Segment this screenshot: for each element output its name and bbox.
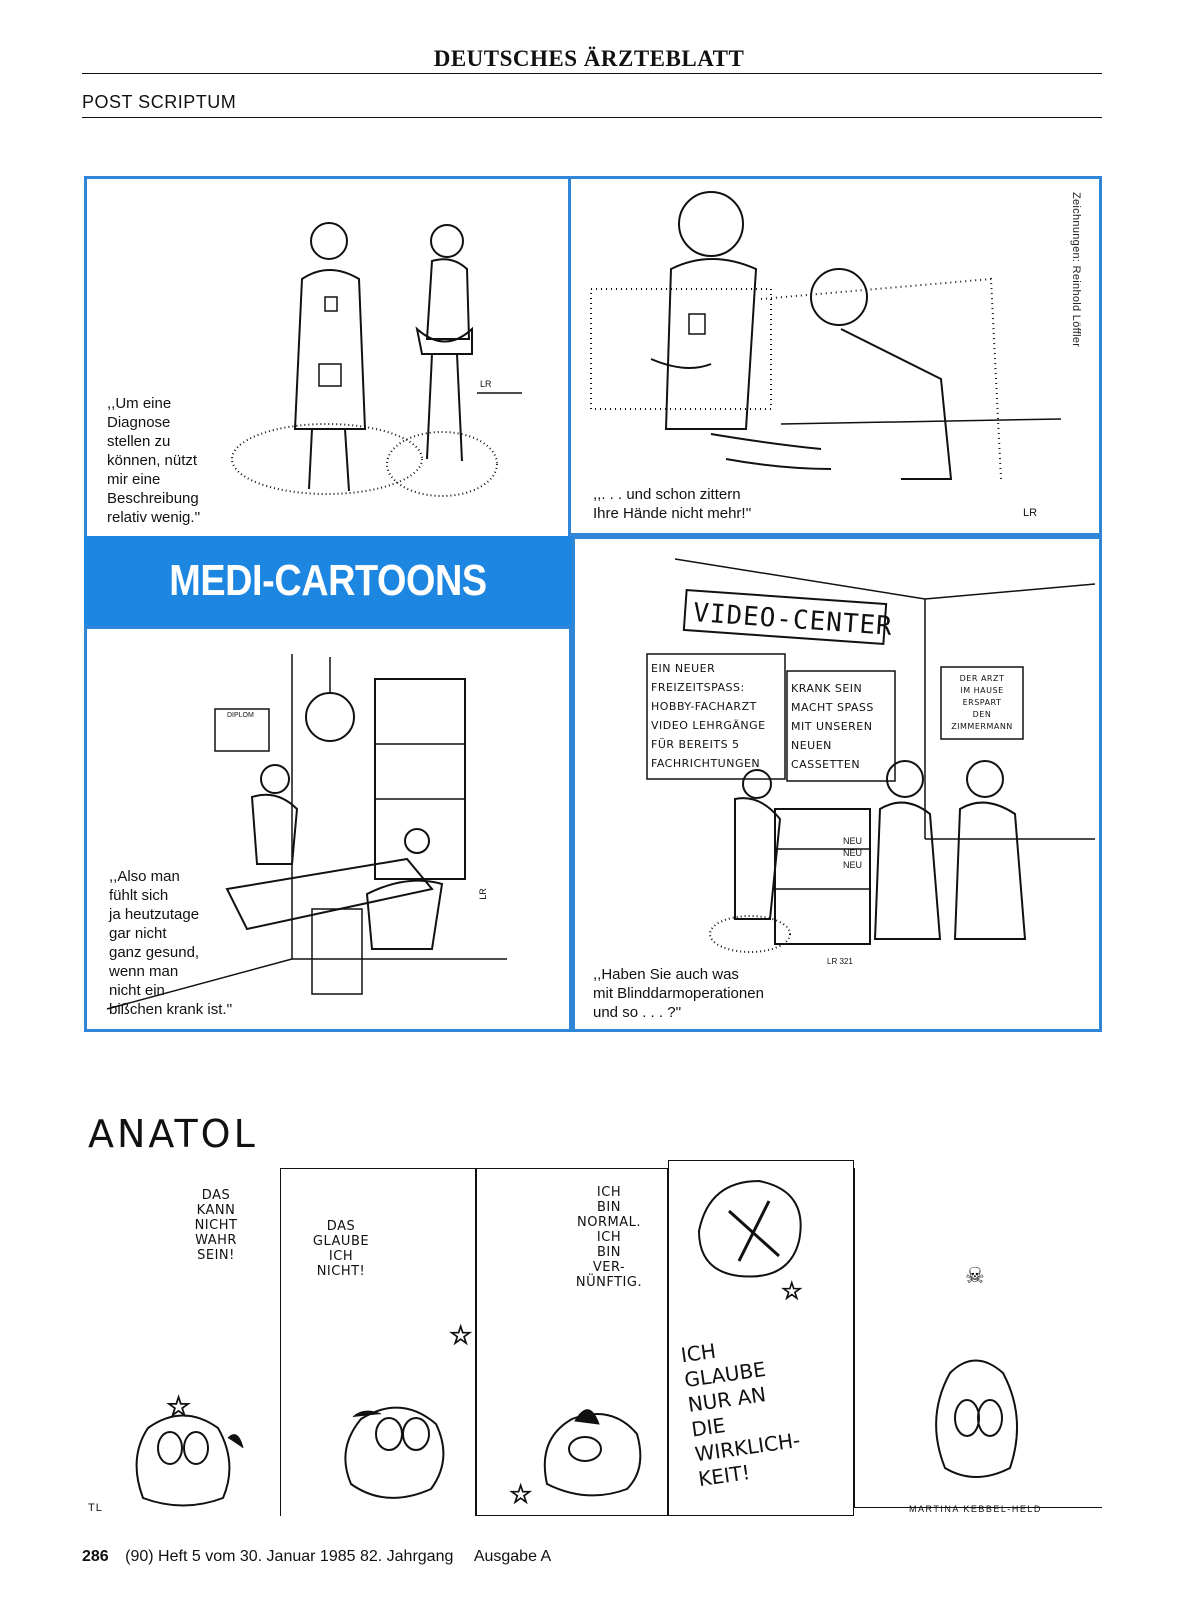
speech-bubble: DAS GLAUBE ICH NICHT! bbox=[312, 1219, 370, 1279]
page-number: 286 bbox=[82, 1548, 109, 1565]
doctor-patient-drawing bbox=[231, 222, 522, 497]
cartoon-initials: LR 321 bbox=[827, 957, 853, 966]
cartoon-diagnosis: LR ,,Um eine Diagnose stellen zu können,… bbox=[84, 176, 596, 551]
diploma-label: DIPLOM bbox=[227, 712, 254, 719]
issue-details: (90) Heft 5 vom 30. Januar 1985 82. Jahr… bbox=[125, 1548, 454, 1565]
cartoon-caption: ,,Haben Sie auch was mit Blinddarmoperat… bbox=[593, 966, 764, 1021]
owl-drawing: ☆ bbox=[135, 1391, 244, 1507]
cartoon-shaking-hands: LR ,,. . . und schon zittern Ihre Hände … bbox=[568, 176, 1102, 536]
poster-arzt-im-hause: DER ARZT IM HAUSE ERSPART DEN ZIMMERMANN bbox=[951, 674, 1013, 731]
page-footer: 286 (90) Heft 5 vom 30. Januar 1985 82. … bbox=[82, 1548, 551, 1566]
artist-initial-mark: TL bbox=[88, 1502, 103, 1514]
anatol-panel-3: ☆ ICH BIN NORMAL. ICH BIN VER- NÜNFTIG. bbox=[476, 1168, 668, 1516]
speech-bubble: ICH BIN NORMAL. ICH BIN VER- NÜNFTIG. bbox=[575, 1185, 643, 1290]
owl-drawing: ☆ bbox=[697, 1179, 803, 1306]
medi-cartoons-block: LR ,,Um eine Diagnose stellen zu können,… bbox=[84, 176, 1102, 1066]
cartoon-healthy: DIPLOM LR ,,Also man fühlt sich ja heutz… bbox=[84, 626, 572, 1032]
speech-bubble: DAS KANN NICHT WAHR SEIN! bbox=[194, 1188, 238, 1263]
shelf-tag: NEU bbox=[843, 836, 863, 846]
cartoon-video-center: VIDEO-CENTER EIN NEUER FREIZEITSPASS: HO… bbox=[572, 536, 1102, 1032]
doctor-acupuncture-drawing bbox=[590, 191, 1062, 480]
medi-cartoons-banner: MEDI-CARTOONS bbox=[84, 536, 572, 626]
anatol-title: ANATOL bbox=[88, 1112, 258, 1156]
owl-drawing: ☠ bbox=[935, 1263, 1018, 1478]
shelf-tag: NEU bbox=[843, 860, 863, 870]
svg-text:☆: ☆ bbox=[781, 1278, 803, 1305]
banner-title: MEDI-CARTOONS bbox=[169, 556, 487, 605]
section-rule bbox=[82, 117, 1102, 118]
owl-drawing: ☆ bbox=[344, 1320, 473, 1499]
masthead-rule bbox=[82, 73, 1102, 74]
cartoon-initials: LR bbox=[477, 888, 488, 900]
skull-icon: ☠ bbox=[965, 1263, 985, 1288]
shelf-tag: NEU bbox=[843, 848, 863, 858]
artist-signature: MARTINA KEBBEL-HELD bbox=[909, 1504, 1042, 1514]
anatol-strip: ☆ DAS KANN NICHT WAHR SEIN! TL ☆ DAS GLA… bbox=[88, 1160, 1102, 1524]
shelf-new-tags: NEU NEU NEU bbox=[843, 835, 862, 871]
cartoon-caption: ,,Also man fühlt sich ja heutzutage gar … bbox=[109, 868, 233, 1018]
owl-drawing: ☆ bbox=[509, 1409, 642, 1510]
video-store-drawing bbox=[646, 558, 1096, 953]
anatol-panel-1: ☆ DAS KANN NICHT WAHR SEIN! TL bbox=[88, 1168, 286, 1524]
cartoon-initials: LR bbox=[1023, 507, 1038, 519]
svg-text:☆: ☆ bbox=[449, 1320, 472, 1350]
edition: Ausgabe A bbox=[473, 1548, 552, 1565]
masthead: DEUTSCHES ÄRZTEBLATT bbox=[433, 46, 745, 71]
cartoon-caption: ,,Um eine Diagnose stellen zu können, nü… bbox=[107, 395, 201, 526]
anatol-panel-4: ☆ ICH GLAUBE NUR AN DIE WIRKLICH- KEIT! bbox=[668, 1160, 854, 1516]
anatol-panel-2: ☆ DAS GLAUBE ICH NICHT! bbox=[280, 1168, 476, 1516]
poster-krank-sein: KRANK SEIN MACHT SPASS MIT UNSEREN NEUEN… bbox=[791, 682, 874, 771]
anatol-panel-5: ☠ MARTINA KEBBEL-HELD bbox=[854, 1168, 1102, 1514]
speech-bubble: ICH GLAUBE NUR AN DIE WIRKLICH- KEIT! bbox=[679, 1338, 802, 1492]
svg-text:☆: ☆ bbox=[509, 1479, 532, 1509]
illustrator-credit: Zeichnungen: Reinhold Löffler bbox=[1070, 192, 1082, 348]
cartoon-caption: ,,. . . und schon zittern Ihre Hände nic… bbox=[593, 486, 752, 522]
doctor-office-drawing bbox=[106, 654, 507, 1010]
poster-hobby-facharzt: EIN NEUER FREIZEITSPASS: HOBBY-FACHARZT … bbox=[651, 662, 766, 770]
cartoon-initials: LR bbox=[480, 379, 492, 389]
section-title: POST SCRIPTUM bbox=[82, 92, 237, 112]
